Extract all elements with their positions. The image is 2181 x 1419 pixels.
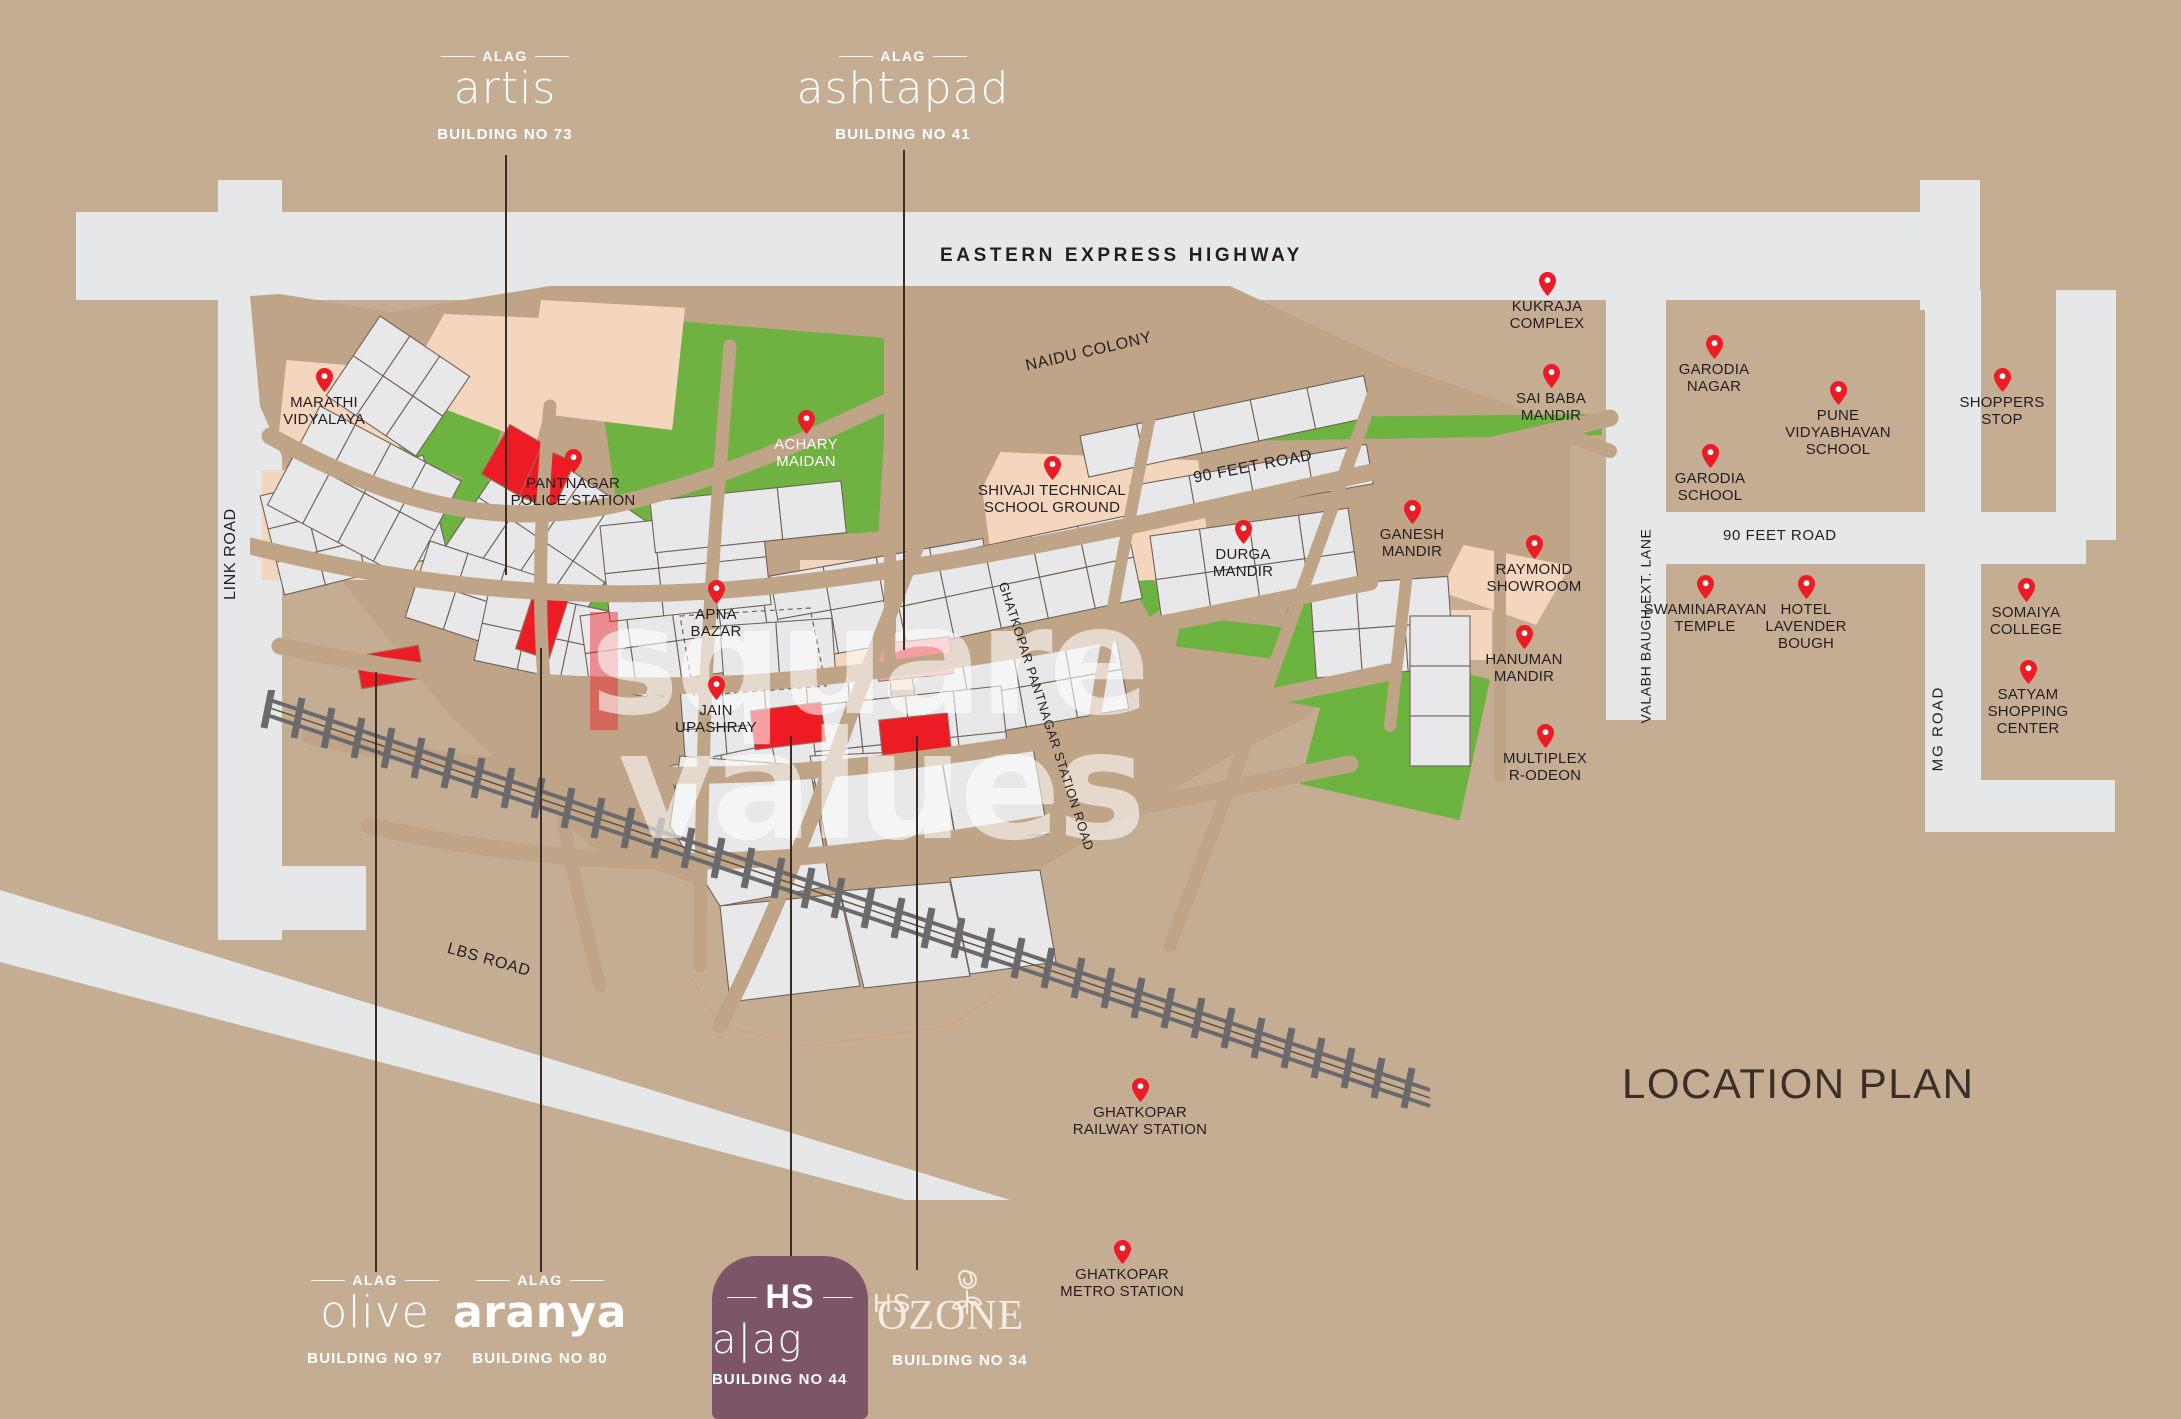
callout-eyebrow: HS: [712, 1278, 868, 1317]
map-pin-icon[interactable]: [1044, 456, 1061, 480]
internal-road-network: [250, 299, 1619, 1034]
rose-icon: [951, 1269, 983, 1314]
leader-line-olive: [375, 672, 377, 1272]
landmark-label: SATYAM SHOPPING CENTER: [1987, 686, 2069, 737]
callout-eyebrow: ALAG: [783, 48, 1023, 64]
road-right-edge-block: [2056, 290, 2116, 540]
callout-brand-name: artis: [453, 63, 557, 114]
map-pin-icon[interactable]: [1114, 1240, 1131, 1264]
map-pin-icon[interactable]: [1404, 500, 1421, 524]
railway-line: [260, 690, 1431, 1109]
callout-alag-olive[interactable]: ALAG olive BUILDING NO 97: [255, 1272, 495, 1367]
map-pin-icon[interactable]: [1526, 535, 1543, 559]
road-label-link-road: LINK ROAD: [221, 508, 239, 600]
landmark-label: RAYMOND SHOWROOM: [1486, 561, 1582, 595]
callout-building-number: BUILDING NO 80: [472, 1350, 608, 1367]
map-pin-icon[interactable]: [1539, 272, 1556, 296]
leader-line-ashtapad: [903, 150, 905, 650]
map-pin-icon[interactable]: [708, 580, 725, 604]
landmark-label: PANTNAGAR POLICE STATION: [510, 475, 636, 509]
landmark-label: JAIN UPASHRAY: [675, 702, 757, 736]
callout-eyebrow: ALAG: [420, 1272, 660, 1288]
map-pin-icon[interactable]: [2020, 660, 2037, 684]
landmark-label: SHOPPERS STOP: [1959, 394, 2045, 428]
callout-brand-name: olive: [320, 1287, 430, 1338]
landmark-label: KUKRAJA COMPLEX: [1509, 298, 1585, 332]
landmark-label: MULTIPLEX R-ODEON: [1502, 750, 1588, 784]
landmark-label: ACHARY MAIDAN: [774, 436, 838, 470]
callout-eyebrow: ALAG: [255, 1272, 495, 1288]
landmark-label: GHATKOPAR RAILWAY STATION: [1072, 1104, 1208, 1138]
map-pin-icon[interactable]: [565, 449, 582, 473]
map-pin-icon[interactable]: [316, 368, 333, 392]
page-title: LOCATION PLAN: [1622, 1060, 1975, 1107]
watermark-bar: [590, 612, 618, 730]
callout-alag-ashtapad[interactable]: ALAG ashtapad BUILDING NO 41: [783, 48, 1023, 143]
callout-building-number: BUILDING NO 41: [835, 126, 971, 143]
map-pin-icon[interactable]: [2018, 578, 2035, 602]
landmark-label: PUNE VIDYABHAVAN SCHOOL: [1785, 407, 1891, 458]
map-pin-icon[interactable]: [798, 410, 815, 434]
map-pin-icon[interactable]: [1235, 520, 1252, 544]
callout-building-number: BUILDING NO 97: [307, 1350, 443, 1367]
landmark-label: SOMAIYA COLLEGE: [1989, 604, 2063, 638]
landmark-label: HOTEL LAVENDER BOUGH: [1765, 601, 1847, 652]
map-pin-icon[interactable]: [1516, 625, 1533, 649]
callout-brand-name: aranya: [453, 1287, 627, 1338]
map-pin-icon[interactable]: [1132, 1078, 1149, 1102]
road-valabh-baugh-ext-lane: [1606, 290, 1666, 720]
landmark-label: GANESH MANDIR: [1379, 526, 1445, 560]
map-pin-icon[interactable]: [1697, 575, 1714, 599]
map-pin-icon[interactable]: [1706, 335, 1723, 359]
callout-eyebrow: ALAG: [385, 48, 625, 64]
road-mg-road: [1925, 290, 1981, 820]
callout-alag-artis[interactable]: ALAG artis BUILDING NO 73: [385, 48, 625, 143]
callout-building-number: BUILDING NO 34: [892, 1352, 1028, 1369]
leader-line-aranya: [540, 648, 542, 1272]
leader-line-hs-alag: [790, 736, 792, 1256]
landmark-label: SWAMINARAYAN TEMPLE: [1643, 601, 1767, 635]
map-pin-icon[interactable]: [708, 676, 725, 700]
road-label-eastern-express-highway: EASTERN EXPRESS HIGHWAY: [940, 245, 1303, 266]
landmark-label: MARATHI VIDYALAYA: [283, 394, 365, 428]
callout-eyebrow: HS: [873, 1288, 912, 1318]
road-eastern-express-highway: [76, 212, 1956, 300]
road-label-90-feet-road-right: 90 FEET ROAD: [1723, 527, 1837, 544]
landmark-label: HANUMAN MANDIR: [1485, 651, 1563, 685]
road-90-feet-road-right: [1606, 512, 2086, 564]
road-mg-road-lower: [1925, 780, 2115, 832]
callout-brand-name: OZONE: [877, 1293, 1025, 1339]
callout-building-number: BUILDING NO 73: [437, 126, 573, 143]
callout-building-number: BUILDING NO 44: [712, 1371, 848, 1388]
map-pin-icon[interactable]: [1702, 444, 1719, 468]
map-pin-icon[interactable]: [1830, 381, 1847, 405]
map-pin-icon[interactable]: [1994, 368, 2011, 392]
map-pin-icon[interactable]: [1537, 724, 1554, 748]
leader-line-artis: [505, 155, 507, 575]
map-pin-icon[interactable]: [1798, 575, 1815, 599]
callout-hs-ozone[interactable]: HS OZONE BUILDING NO 34: [855, 1264, 1065, 1369]
landmark-label: SHIVAJI TECHNICAL SCHOOL GROUND: [978, 482, 1126, 516]
road-lbs-road-shape: [0, 890, 1010, 1200]
landmark-label: GARODIA SCHOOL: [1674, 470, 1746, 504]
road-right-vertical-upper: [1920, 180, 1980, 310]
landmark-label: SAI BABA MANDIR: [1516, 390, 1586, 424]
landmark-label: GARODIA NAGAR: [1678, 361, 1750, 395]
leader-line-hs-ozone: [916, 736, 918, 1270]
callout-brand-name: ashtapad: [796, 63, 1010, 114]
callout-brand-name: a|ag: [712, 1317, 803, 1363]
map-pin-icon[interactable]: [1543, 364, 1560, 388]
landmark-label: DURGA MANDIR: [1212, 546, 1274, 580]
landmark-label: GHATKOPAR METRO STATION: [1060, 1266, 1184, 1300]
road-link-road-stub: [218, 866, 366, 930]
landmark-label: APNA BAZAR: [690, 606, 742, 640]
callout-alag-aranya[interactable]: ALAG aranya BUILDING NO 80: [420, 1272, 660, 1367]
callout-hs-alag[interactable]: HS a|ag BUILDING NO 44: [712, 1256, 868, 1419]
